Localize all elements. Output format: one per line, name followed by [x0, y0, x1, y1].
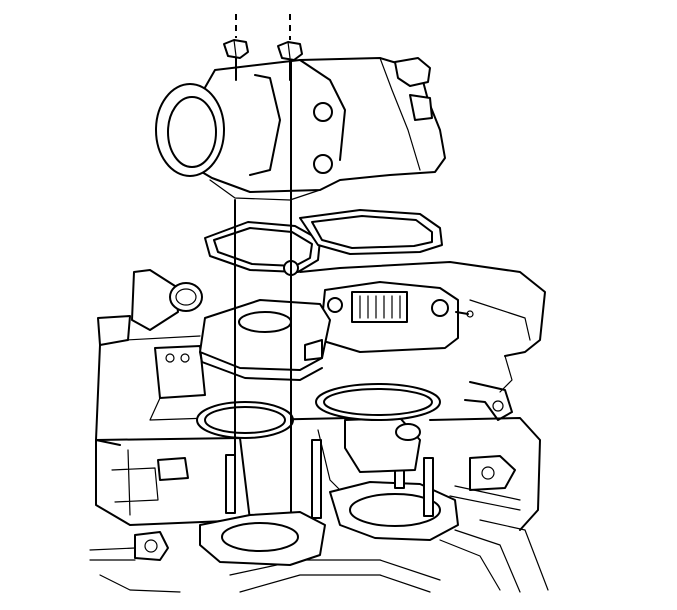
manifold-ports — [199, 417, 459, 566]
alignment-lines — [234, 59, 292, 513]
bolt-right — [277, 14, 303, 81]
bolt-left — [223, 14, 249, 81]
lower-seal-right — [315, 383, 441, 421]
thermostat-housing — [155, 57, 446, 201]
lower-seal-left — [196, 401, 294, 439]
water-outlet-adapter — [199, 281, 474, 381]
intake-manifold — [89, 261, 549, 593]
